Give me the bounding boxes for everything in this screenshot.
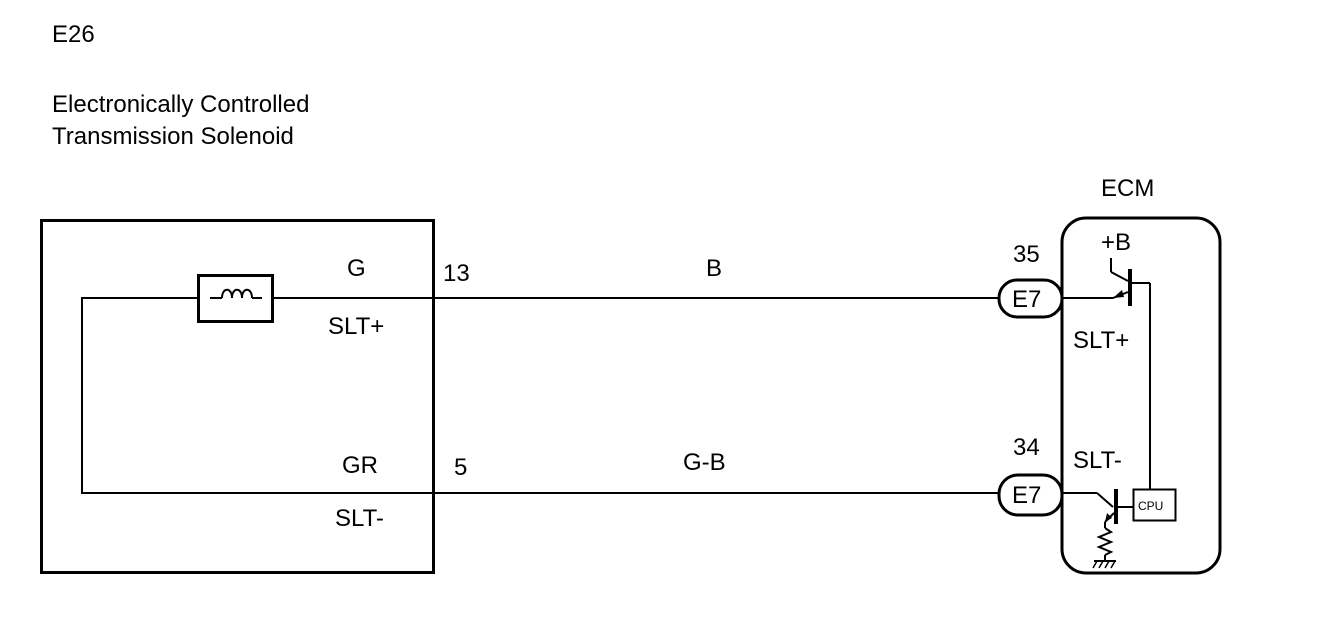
ecm-title: ECM — [1101, 175, 1154, 202]
ecm-lower-pin-number: 34 — [1013, 434, 1040, 461]
harness-wire-lower-label: G-B — [683, 449, 726, 476]
upper-wire-color-label: G — [347, 255, 366, 282]
lower-pin-number: 5 — [454, 454, 467, 481]
lower-terminal-name: SLT- — [335, 505, 384, 532]
ground-icon — [1092, 560, 1116, 569]
harness-wire-upper-label: B — [706, 255, 722, 282]
ecm-lower-terminal-name: SLT- — [1073, 447, 1122, 474]
ecm-upper-transistor-icon — [1110, 258, 1151, 489]
solenoid-coil-icon — [197, 274, 274, 323]
ecm-component-box — [1060, 216, 1222, 575]
ecm-upper-terminal-name: SLT+ — [1073, 327, 1129, 354]
solenoid-component-box — [40, 219, 435, 574]
cpu-label: CPU — [1138, 499, 1163, 513]
ecm-upper-pin-number: 35 — [1013, 241, 1040, 268]
upper-terminal-name: SLT+ — [328, 313, 384, 340]
ecm-pulldown-resistor-icon — [1096, 522, 1114, 560]
solenoid-title-line1: Electronically Controlled — [52, 91, 309, 118]
solenoid-code: E26 — [52, 21, 95, 48]
cpu-block — [1132, 488, 1177, 522]
lower-wire-color-label: GR — [342, 452, 378, 479]
ecm-supply-label: +B — [1101, 229, 1131, 256]
ecm-upper-connector-label: E7 — [1012, 286, 1041, 313]
solenoid-title-line2: Transmission Solenoid — [52, 123, 294, 150]
upper-pin-number: 13 — [443, 260, 470, 287]
ecm-lower-connector-outline — [997, 473, 1064, 517]
solenoid-internal-wire — [81, 297, 433, 494]
ecm-lower-transistor-icon — [1096, 489, 1133, 524]
ecm-lower-connector-label: E7 — [1012, 482, 1041, 509]
